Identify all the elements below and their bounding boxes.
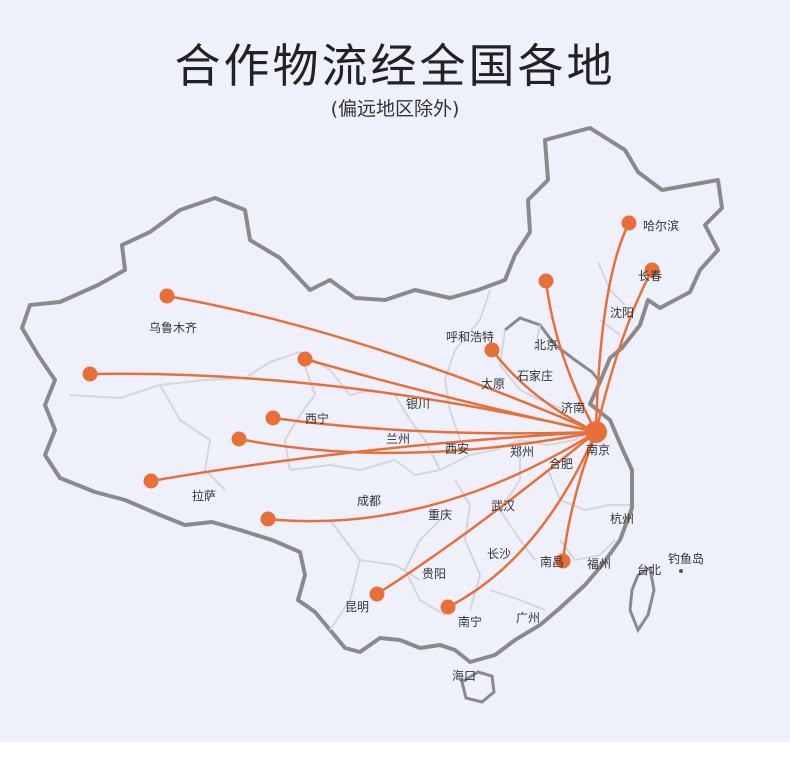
route-changchun — [594, 268, 654, 434]
label-xining: 西宁 — [305, 411, 329, 426]
page-subtitle: (偏远地区除外) — [330, 98, 460, 120]
bohai-coast — [504, 316, 602, 383]
label-harbin: 哈尔滨 — [643, 218, 679, 233]
label-changchun: 长春 — [638, 269, 662, 283]
label-jinan: 济南 — [561, 400, 585, 415]
endpoint-harbin — [621, 215, 637, 231]
label-hohhot: 呼和浩特 — [446, 329, 494, 344]
endpoint-west — [82, 366, 98, 382]
china-map: 乌鲁木齐 呼和浩特 北京 哈尔滨 长春 沈阳 太原 石家庄 济南 银川 西宁 兰… — [20, 126, 724, 704]
endpoint-lhasa — [143, 473, 159, 489]
label-fuzhou: 福州 — [587, 556, 611, 571]
country-outline — [20, 126, 724, 664]
label-chongqing: 重庆 — [428, 508, 452, 522]
hainan-island — [460, 670, 496, 704]
route-urumqi — [165, 294, 598, 434]
endpoint-urumqi — [159, 288, 175, 304]
endpoint-hohhot — [484, 342, 500, 358]
label-guangzhou: 广州 — [516, 611, 540, 625]
label-nanning: 南宁 — [458, 614, 482, 629]
label-hefei: 合肥 — [549, 456, 573, 471]
label-changsha: 长沙 — [487, 547, 511, 561]
label-shenyang: 沈阳 — [610, 305, 634, 320]
route-harbin — [594, 221, 631, 434]
endpoint-yinchuan — [297, 351, 313, 367]
endpoint-changchun — [644, 262, 660, 278]
label-kunming: 昆明 — [345, 600, 369, 614]
route-beijing — [544, 279, 598, 434]
endpoint-nanning — [440, 599, 456, 615]
route-chengdu — [266, 430, 598, 523]
label-shijiazhuang: 石家庄 — [517, 368, 553, 383]
endpoint-nanchang — [555, 553, 571, 569]
route-endpoints — [82, 215, 660, 615]
diaoyu-island-dot — [679, 569, 683, 573]
province-borders — [69, 261, 630, 631]
label-taiyuan: 太原 — [481, 376, 505, 391]
route-hohhot — [490, 348, 598, 434]
label-chengdu: 成都 — [357, 494, 381, 508]
label-hangzhou: 杭州 — [610, 511, 634, 526]
endpoint-lanzhou — [231, 431, 247, 447]
label-haikou: 海口 — [452, 668, 476, 683]
label-nanjing: 南京 — [586, 442, 610, 457]
hub-nanjing — [585, 421, 607, 443]
route-kunming — [375, 430, 598, 596]
endpoint-kunming — [369, 586, 385, 602]
label-zhengzhou: 郑州 — [510, 444, 534, 459]
label-beijing: 北京 — [534, 338, 558, 352]
page-title: 合作物流经全国各地 — [174, 39, 616, 93]
endpoint-chengdu — [260, 511, 276, 527]
route-nanning — [446, 430, 598, 609]
route-nanchang — [561, 430, 598, 563]
city-labels: 乌鲁木齐 呼和浩特 北京 哈尔滨 长春 沈阳 太原 石家庄 济南 银川 西宁 兰… — [149, 218, 704, 683]
taiwan-island — [628, 565, 656, 634]
label-xian: 西安 — [445, 441, 469, 456]
route-lhasa — [149, 430, 598, 483]
label-lhasa: 拉萨 — [192, 488, 216, 503]
label-wuhan: 武汉 — [491, 499, 515, 513]
endpoint-beijing — [538, 273, 554, 289]
label-urumqi: 乌鲁木齐 — [149, 320, 197, 335]
label-guiyang: 贵阳 — [422, 567, 446, 581]
routes — [88, 221, 654, 609]
endpoint-xining — [265, 410, 281, 426]
label-taipei: 台北 — [637, 562, 661, 577]
label-diaoyu: 钓鱼岛 — [668, 551, 704, 566]
route-yinchuan — [303, 357, 598, 434]
label-yinchuan: 银川 — [406, 397, 430, 411]
label-nanchang: 南昌 — [540, 554, 564, 569]
route-xining — [271, 416, 598, 435]
route-lanzhou — [237, 430, 598, 455]
label-lanzhou: 兰州 — [386, 432, 410, 446]
